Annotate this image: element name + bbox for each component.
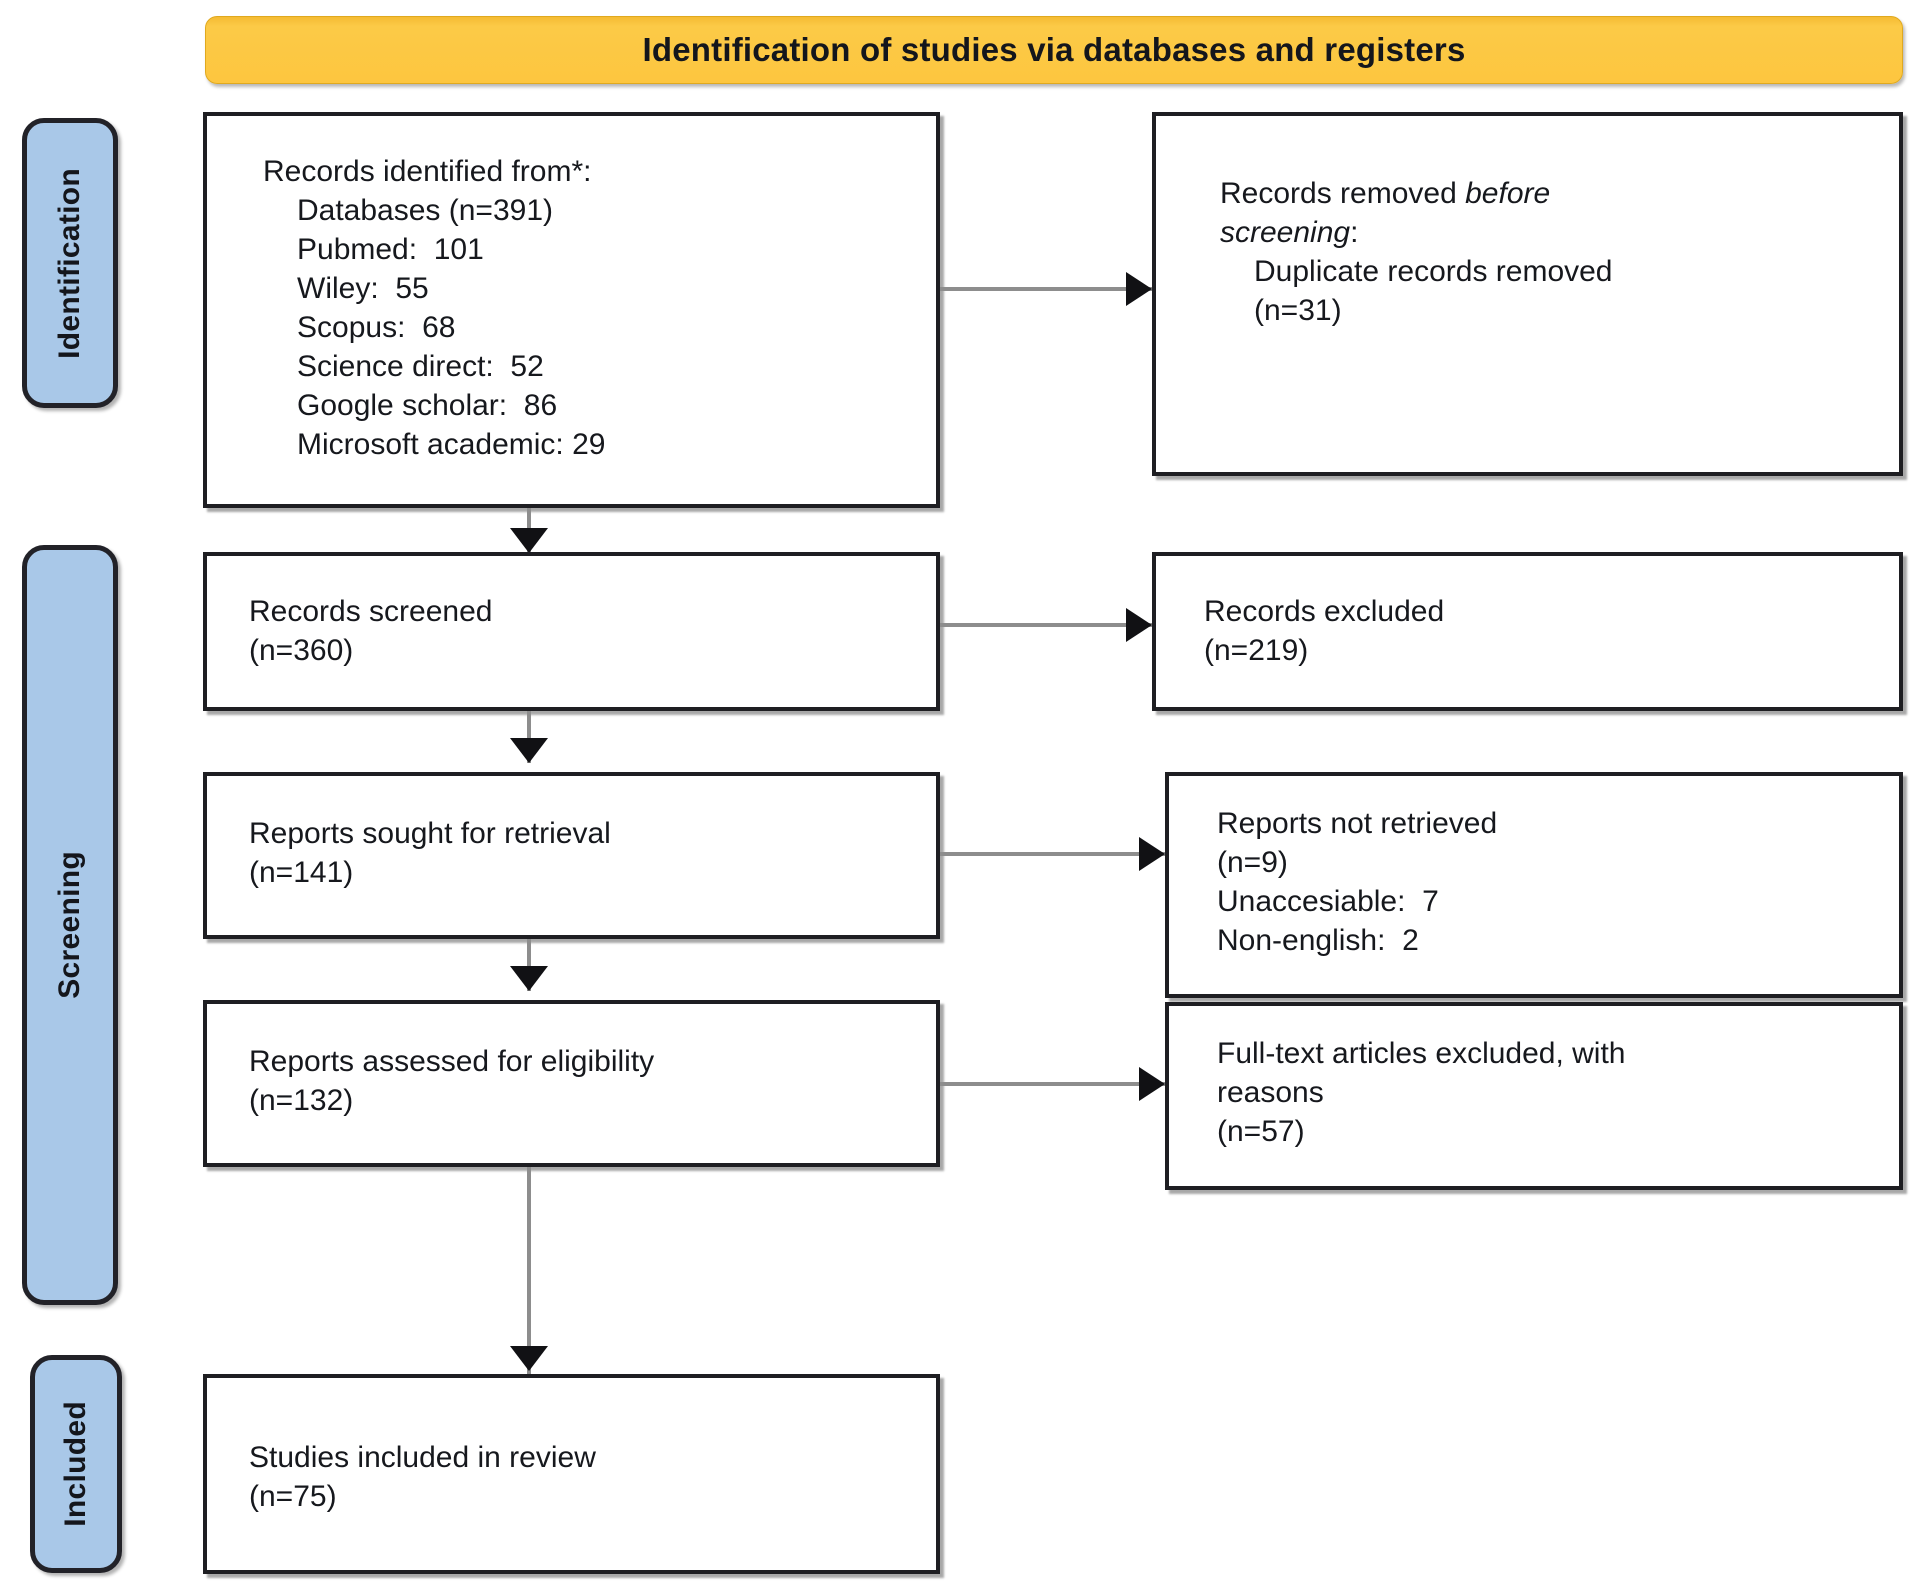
removed-duplicate-label: Duplicate records removed [1254,255,1613,288]
connector-screened-to-excluded [940,623,1155,627]
reports-sought-count: (n=141) [249,856,354,889]
removed-duplicate-count: (n=31) [1254,294,1342,327]
records-screened-label: Records screened [249,595,493,628]
source-line-microsoft-academic: Microsoft academic: 29 [297,428,606,461]
studies-included-count: (n=75) [249,1480,337,1513]
box-fulltext-excluded: Full-text articles excluded, with reason… [1165,1002,1903,1190]
connector-screened-to-sought [527,711,531,763]
source-line-google-scholar: Google scholar: 86 [297,389,558,422]
reports-sought-label: Reports sought for retrieval [249,817,611,850]
source-line-scopus: Scopus: 68 [297,311,456,344]
arrowhead-assessed-to-included [510,1346,548,1371]
box-studies-included-text: Studies included in review (n=75) [207,1378,936,1516]
phase-label-included: Included [59,1401,92,1527]
box-records-identified-text: Records identified from*: Databases (n=3… [207,116,936,464]
box-records-excluded-text: Records excluded (n=219) [1156,556,1899,670]
connector-sought-to-assessed [527,939,531,991]
box-studies-included: Studies included in review (n=75) [203,1374,940,1574]
fulltext-excluded-line2: reasons [1217,1076,1324,1109]
reason-unaccesiable: Unaccesiable: 7 [1217,885,1439,918]
phase-label-screening: Screening [53,851,86,999]
box-records-removed-text: Records removed before screening: Duplic… [1156,116,1899,330]
box-reports-assessed-text: Reports assessed for eligibility (n=132) [207,1004,936,1120]
arrowhead-screened-to-excluded [1126,608,1152,642]
diagram-title: Identification of studies via databases … [642,31,1466,68]
arrowhead-screened-to-sought [510,738,548,763]
box-records-identified: Records identified from*: Databases (n=3… [203,112,940,508]
connector-assessed-to-fulltext-excluded [940,1082,1170,1086]
studies-included-label: Studies included in review [249,1441,596,1474]
phase-label-identification: Identification [53,167,86,359]
reports-not-retrieved-label: Reports not retrieved [1217,807,1498,840]
phase-bar-identification: Identification [22,118,118,408]
source-line-science-direct: Science direct: 52 [297,350,544,383]
source-line-databases: Databases (n=391) [297,194,553,227]
records-identified-heading: Records identified from*: [263,155,592,188]
connector-sought-to-not-retrieved [940,852,1170,856]
box-reports-sought: Reports sought for retrieval (n=141) [203,772,940,939]
fulltext-excluded-count: (n=57) [1217,1115,1305,1148]
arrowhead-identified-to-removed [1126,272,1152,306]
arrowhead-identified-to-screened [510,528,548,553]
box-reports-not-retrieved-text: Reports not retrieved (n=9) Unaccesiable… [1169,776,1899,960]
box-records-excluded: Records excluded (n=219) [1152,552,1903,711]
reports-not-retrieved-count: (n=9) [1217,846,1288,879]
reports-assessed-count: (n=132) [249,1084,354,1117]
records-excluded-label: Records excluded [1204,595,1445,628]
box-fulltext-excluded-text: Full-text articles excluded, with reason… [1169,1006,1899,1151]
connector-assessed-to-included [527,1167,531,1375]
removed-line1-pre: Records removed [1220,177,1466,210]
fulltext-excluded-line1: Full-text articles excluded, with [1217,1037,1626,1070]
source-line-wiley: Wiley: 55 [297,272,429,305]
arrowhead-assessed-to-fulltext-excluded [1139,1067,1165,1101]
arrowhead-sought-to-not-retrieved [1139,837,1165,871]
phase-bar-screening: Screening [22,545,118,1305]
arrowhead-sought-to-assessed [510,966,548,991]
reports-assessed-label: Reports assessed for eligibility [249,1045,655,1078]
box-records-screened-text: Records screened (n=360) [207,556,936,670]
removed-line2-emphasis: screening [1220,216,1351,249]
removed-line2-post: : [1350,216,1359,249]
records-excluded-count: (n=219) [1204,634,1309,667]
box-reports-not-retrieved: Reports not retrieved (n=9) Unaccesiable… [1165,772,1903,998]
box-records-screened: Records screened (n=360) [203,552,940,711]
reason-non-english: Non-english: 2 [1217,924,1419,957]
phase-bar-included: Included [30,1355,122,1573]
box-reports-sought-text: Reports sought for retrieval (n=141) [207,776,936,892]
records-screened-count: (n=360) [249,634,354,667]
box-records-removed-before-screening: Records removed before screening: Duplic… [1152,112,1903,476]
source-line-pubmed: Pubmed: 101 [297,233,484,266]
removed-line1-emphasis: before [1465,177,1551,210]
connector-identified-to-removed [940,287,1155,291]
box-reports-assessed: Reports assessed for eligibility (n=132) [203,1000,940,1167]
diagram-title-banner: Identification of studies via databases … [205,16,1903,84]
